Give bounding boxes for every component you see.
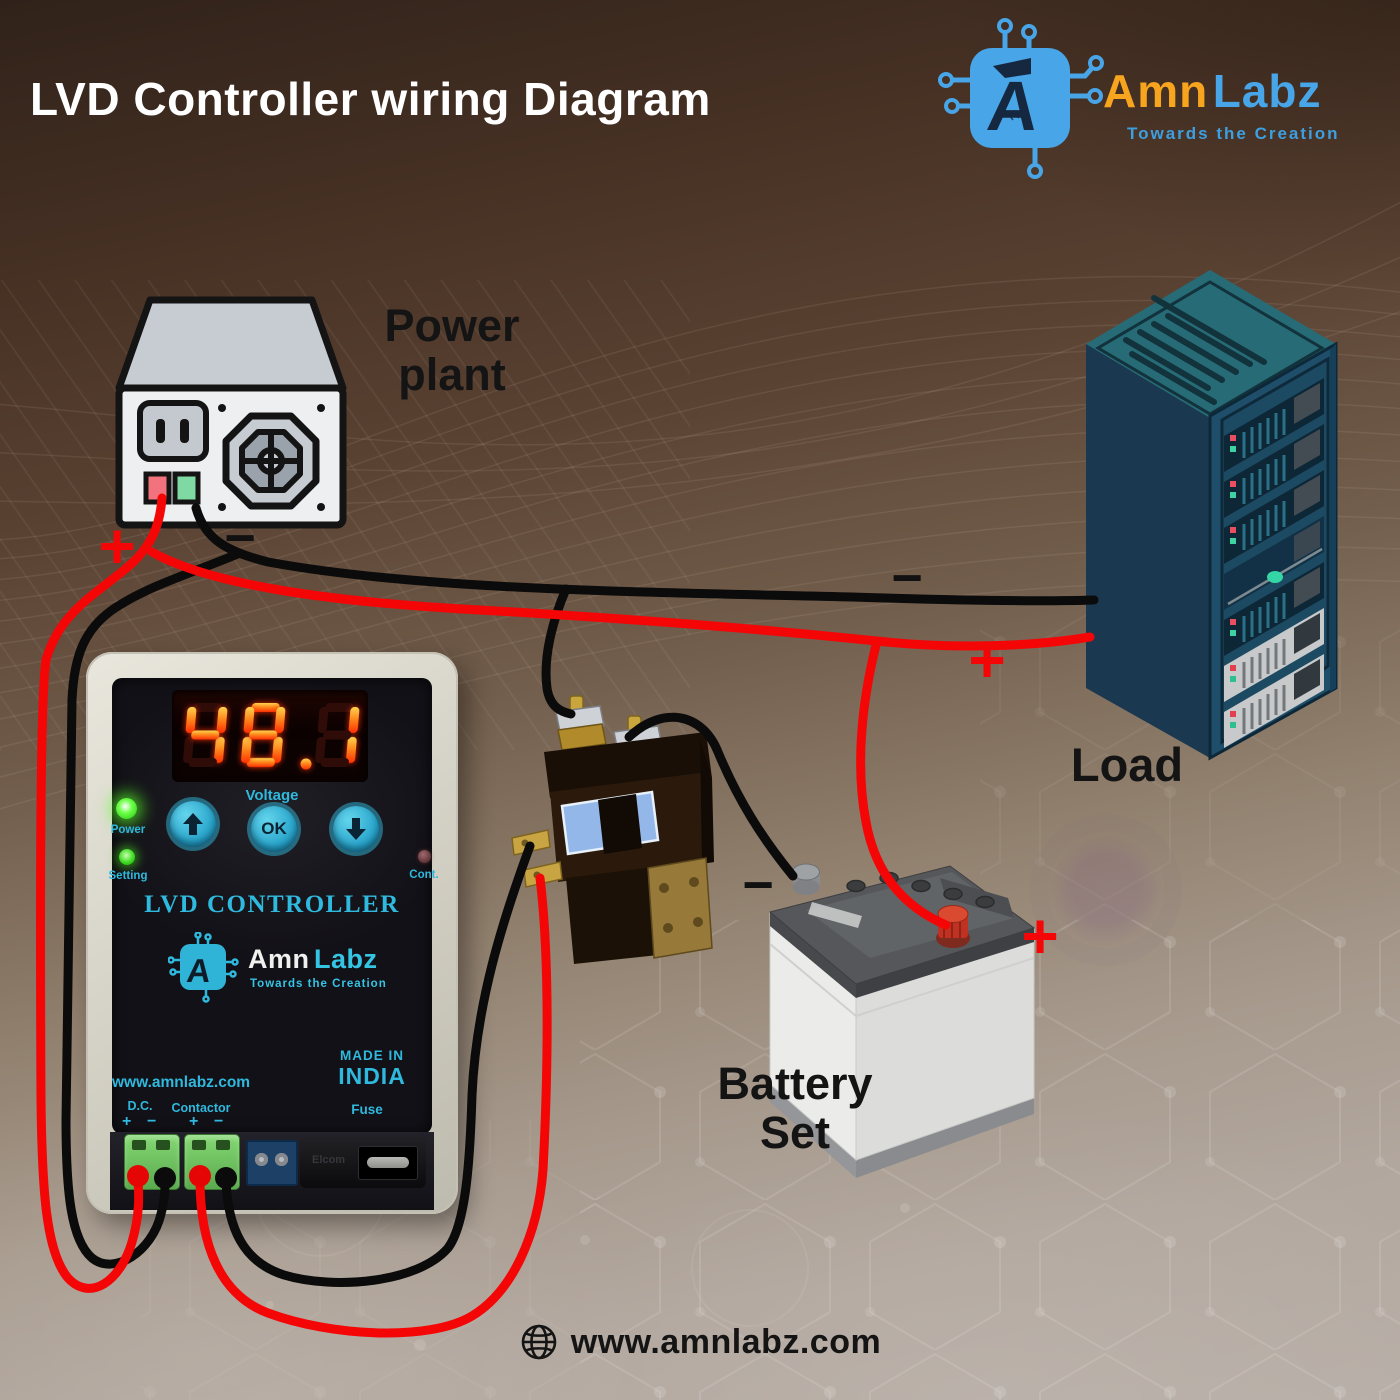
fuse-pill xyxy=(367,1157,409,1168)
wire-branch-to-battery-positive xyxy=(856,636,951,930)
polarity-markers: + − − + − + xyxy=(98,508,1058,972)
wire-psu-to-controller-dc-positive xyxy=(36,493,167,1293)
made-in-label: MADE IN xyxy=(340,1048,404,1063)
load-minus-marker: − xyxy=(891,548,923,608)
wire-branch-to-contactor-terminal xyxy=(541,584,576,719)
voltage-display xyxy=(172,690,368,782)
psu-plus-marker: + xyxy=(98,510,135,582)
power-plant-label: Power plant xyxy=(384,300,520,400)
up-button[interactable] xyxy=(170,801,216,847)
brand-glyph-a: A xyxy=(984,58,1043,145)
load-plus-marker: + xyxy=(968,624,1005,696)
brand-tagline: Towards the Creation xyxy=(1127,124,1340,143)
setting-led-label: Setting xyxy=(108,870,148,882)
device-brand-icon: A xyxy=(168,932,239,1003)
device-website: www.amnlabz.com xyxy=(112,1074,251,1091)
contactor-led xyxy=(418,850,431,863)
battery xyxy=(768,863,1036,1178)
purple-blob-decoration xyxy=(1048,832,1164,948)
battery-label: Battery Set xyxy=(717,1058,873,1158)
dc-minus-sign: − xyxy=(147,1113,157,1130)
positive-wires xyxy=(36,493,1095,1338)
load-server-rack xyxy=(1086,270,1338,761)
server-rows xyxy=(1224,378,1324,748)
footer: www.amnlabz.com xyxy=(0,1322,1400,1362)
fuse-label: Fuse xyxy=(351,1102,383,1117)
brand-word-amn: Amn xyxy=(1103,65,1209,117)
page-title: LVD Controller wiring Diagram xyxy=(30,73,711,125)
pcb-connector xyxy=(246,1140,298,1186)
contactor-plus-sign: + xyxy=(189,1113,199,1130)
voltage-label: Voltage xyxy=(245,787,299,804)
fuse-holder[interactable]: Elcom xyxy=(300,1136,426,1188)
setting-led xyxy=(119,849,135,865)
battery-plus-marker: + xyxy=(1021,900,1058,972)
contactor xyxy=(511,695,714,964)
contactor-led-label: Cont. xyxy=(409,869,439,881)
brand-logo: A Amn Labz Towards the Creation xyxy=(935,18,1385,188)
wire-psu-to-load-positive xyxy=(147,547,1095,651)
seven-segment-readout xyxy=(183,703,360,770)
down-button[interactable] xyxy=(333,806,379,852)
psu-minus-marker: − xyxy=(224,508,256,568)
wire-psu-to-load-negative xyxy=(191,503,1099,606)
arrow-down-icon xyxy=(346,818,366,840)
device-brand-amn: Amn xyxy=(248,944,310,974)
ok-button[interactable]: OK xyxy=(251,806,297,852)
ok-button-label: OK xyxy=(261,819,287,838)
arrow-up-icon xyxy=(183,813,203,835)
power-led xyxy=(116,798,137,819)
wire-contactor-to-battery-negative xyxy=(624,712,798,881)
power-led-label: Power xyxy=(110,824,146,836)
globe-icon xyxy=(521,1324,557,1360)
device-brand-labz: Labz xyxy=(313,944,378,974)
fuse-holder-brand: Elcom xyxy=(312,1154,346,1166)
device-title: LVD CONTROLLER xyxy=(144,891,400,918)
device-brand-tagline: Towards the Creation xyxy=(250,978,387,990)
made-in-country: INDIA xyxy=(338,1063,406,1089)
battery-minus-marker: − xyxy=(742,855,774,915)
device-brand-logo: A Amn Labz Towards the Creation xyxy=(168,932,398,1004)
svg-text:A: A xyxy=(185,953,213,990)
brand-logo-icon: A xyxy=(938,18,1104,179)
negative-wires xyxy=(61,503,1099,1287)
load-label: Load xyxy=(1070,738,1184,791)
brand-word-labz: Labz xyxy=(1212,65,1322,117)
dc-terminal-label: D.C. xyxy=(127,1099,153,1113)
wire-controller-to-contactor-coil-negative xyxy=(221,841,535,1287)
wire-controller-to-contactor-coil-positive xyxy=(195,873,552,1338)
wire-psu-to-controller-dc-negative xyxy=(61,548,245,1269)
power-plant-icon xyxy=(115,296,347,529)
contactor-terminal-label: Contactor xyxy=(171,1101,231,1115)
contactor-minus-sign: − xyxy=(214,1113,224,1130)
svg-text:A: A xyxy=(984,66,1043,145)
footer-website[interactable]: www.amnlabz.com xyxy=(570,1322,882,1361)
terminal-dots xyxy=(127,1165,237,1189)
dc-plus-sign: + xyxy=(122,1113,132,1130)
